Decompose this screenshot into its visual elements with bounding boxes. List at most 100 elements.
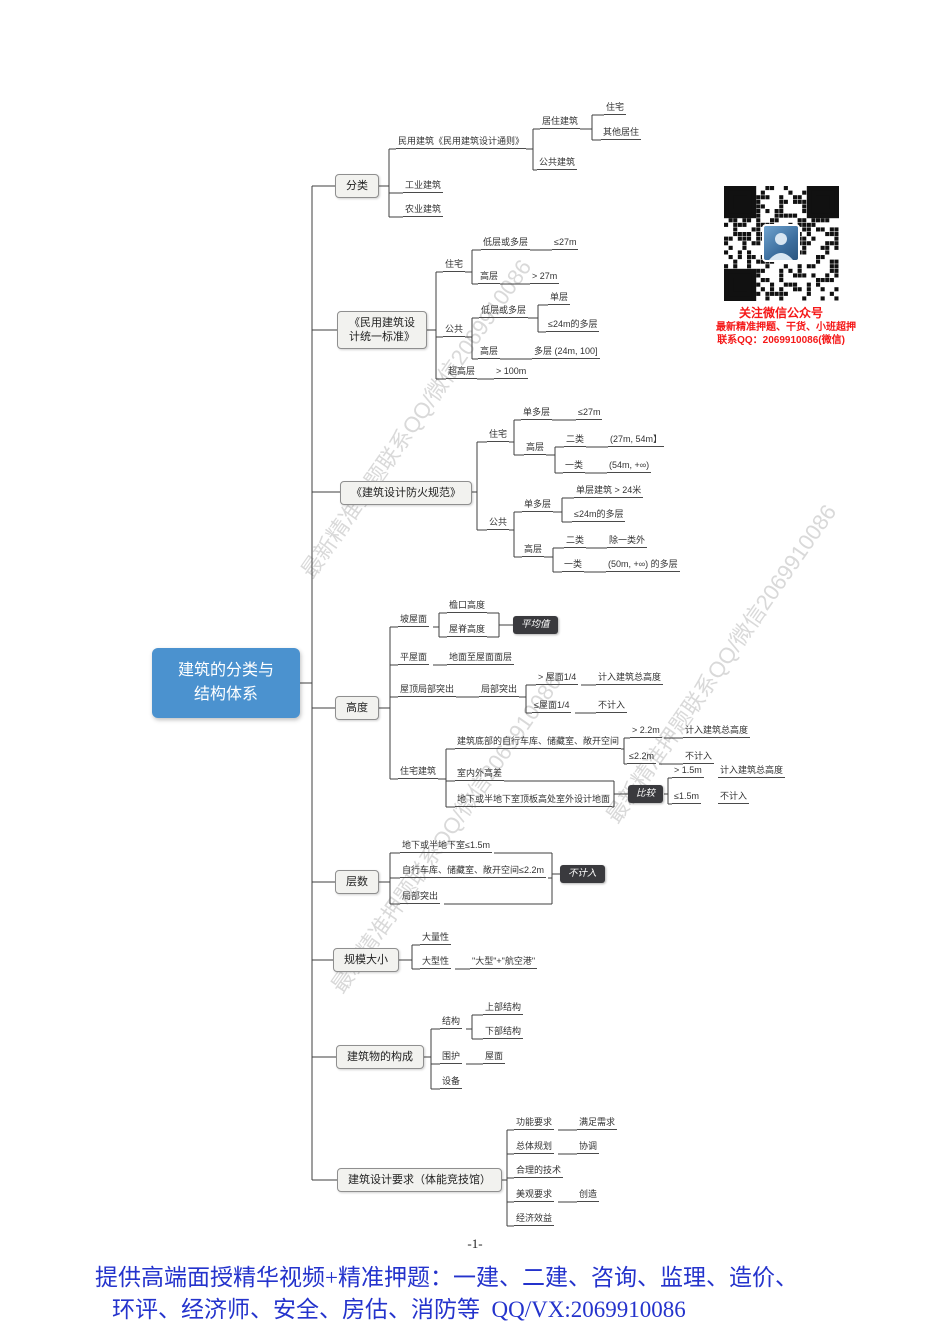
mm-node-b4d4b: ≤1.5m — [672, 790, 701, 804]
mm-node-b3a1: 单多层 — [521, 406, 553, 420]
mm-node-b2b2: 高层 — [478, 345, 501, 359]
mm-node-b2b1a: 单层 — [548, 291, 571, 305]
qr-caption-promo: 最新精准押题、干货、小班超押 — [716, 322, 856, 333]
mm-node-b1b: 工业建筑 — [403, 179, 444, 193]
mm-node-b5a: 地下或半地下室≤1.5m — [400, 839, 492, 853]
mm-node-b4d3: 地下或半地下室顶板高处室外设计地面 — [455, 793, 613, 807]
mm-value-b4d4av: 计入建筑总高度 — [718, 764, 786, 778]
mm-node-b4c1b: ≤屋面1/4 — [532, 699, 572, 713]
mm-node-b8: 建筑设计要求（体能竞技馆） — [337, 1168, 502, 1192]
mm-node-b7b: 围护 — [440, 1050, 463, 1064]
mm-node-b1a: 民用建筑《民用建筑设计通则》 — [396, 135, 527, 149]
mm-label-average: 平均值 — [513, 616, 558, 634]
mm-value-b8av: 满足需求 — [577, 1116, 618, 1130]
mm-node-b3a: 住宅 — [487, 428, 510, 442]
qr-panel: 关注微信公众号 最新精准押题、干货、小班超押 联系QQ：2069910086(微… — [716, 186, 856, 347]
footer-promo-line-2: 环评、经济师、安全、房估、消防等 QQ/VX:2069910086 — [112, 1297, 686, 1322]
mm-value-b3a1v: ≤27m — [576, 406, 603, 420]
mm-node-b2b1b: ≤24m的多层 — [546, 318, 600, 332]
mm-node-b8a: 功能要求 — [514, 1116, 555, 1130]
mm-node-b1: 分类 — [335, 174, 379, 198]
mm-node-b8e: 经济效益 — [514, 1212, 555, 1226]
mm-node-b1a2: 公共建筑 — [537, 156, 578, 170]
mm-node-b6b: 大型性 — [420, 955, 452, 969]
mm-node-b2b: 公共 — [443, 323, 466, 337]
mm-node-b4d1a: > 2.2m — [630, 724, 662, 738]
mm-node-b4d2: 室内外高差 — [455, 767, 505, 781]
mm-node-b1c: 农业建筑 — [403, 203, 444, 217]
person-avatar-icon — [769, 233, 793, 260]
mm-node-b4d4a: > 1.5m — [672, 764, 704, 778]
mm-value-b3b2bv: (50m, +∞) 的多层 — [606, 558, 680, 572]
mm-node-b4: 高度 — [335, 696, 379, 720]
mm-node-b2a2: 高层 — [478, 270, 501, 284]
mm-node-b8c: 合理的技术 — [514, 1164, 564, 1178]
mm-node-b3b: 公共 — [487, 516, 510, 530]
mm-node-b2a: 住宅 — [443, 258, 466, 272]
mm-node-b4c: 屋顶局部突出 — [398, 683, 457, 697]
mm-value-b2a1v: ≤27m — [552, 236, 579, 250]
mm-node-b4a2: 屋脊高度 — [447, 623, 488, 637]
mm-value-b6bv: "大型"+"航空港" — [470, 955, 538, 969]
mm-node-b1a1a: 住宅 — [604, 101, 627, 115]
qr-avatar-image — [762, 224, 800, 262]
root-line-1: 建筑的分类与 — [177, 662, 274, 679]
mm-node-b3b2a: 二类 — [564, 534, 587, 548]
mm-node-b7a1: 上部结构 — [483, 1001, 524, 1015]
mm-node-b4b: 平屋面 — [398, 651, 430, 665]
qr-caption-follow: 关注微信公众号 — [738, 306, 823, 320]
mm-node-b3a2a: 二类 — [564, 433, 587, 447]
mm-label-exclude: 不计入 — [560, 865, 605, 883]
mm-value-b4d4bv: 不计入 — [718, 790, 750, 804]
mm-node-b7a: 结构 — [440, 1015, 463, 1029]
mm-node-b4d1b: ≤2.2m — [627, 750, 656, 764]
mm-value-b4c1av: 计入建筑总高度 — [596, 671, 664, 685]
mm-value-b3a2bv: (54m, +∞) — [607, 459, 652, 473]
mm-node-b1a1: 居住建筑 — [540, 115, 581, 129]
footer-promo-line-1: 提供高端面授精华视频+精准押题：一建、二建、咨询、监理、造价、 — [95, 1265, 798, 1290]
mm-node-b3b2: 高层 — [522, 543, 545, 557]
mm-node-b3b1b: ≤24m的多层 — [572, 508, 626, 522]
mm-node-b3a2: 高层 — [524, 441, 547, 455]
page-number: -1- — [467, 1236, 483, 1251]
mm-node-b2: 《民用建筑设计统一标准》 — [337, 311, 427, 349]
mm-node-b3: 《建筑设计防火规范》 — [340, 481, 472, 505]
mm-node-b3b2b: 一类 — [562, 558, 585, 572]
mm-value-b4bv: 地面至屋面面层 — [447, 651, 515, 665]
mm-node-b6a: 大量性 — [420, 931, 452, 945]
mm-node-b7: 建筑物的构成 — [336, 1045, 424, 1069]
mm-value-b4c1bv: 不计入 — [596, 699, 628, 713]
mm-node-b4c1: 局部突出 — [479, 683, 520, 697]
mm-node-b3b1a: 单层建筑 > 24米 — [574, 484, 644, 498]
mm-node-b7a2: 下部结构 — [483, 1025, 524, 1039]
mm-node-b4c1a: > 屋面1/4 — [536, 671, 579, 685]
mm-node-b2a1: 低层或多层 — [481, 236, 531, 250]
mm-node-b8b: 总体规划 — [514, 1140, 555, 1154]
mm-node-b3b1: 单多层 — [522, 498, 554, 512]
mm-value-b7bv: 屋面 — [483, 1050, 506, 1064]
mm-node-b2b1: 低层或多层 — [479, 304, 529, 318]
mm-node-b1a1b: 其他居住 — [601, 126, 642, 140]
mm-value-b2a2v: > 27m — [530, 270, 560, 284]
mm-value-b3a2av: (27m, 54m】 — [608, 433, 665, 447]
mm-node-b2c: 超高层 — [446, 365, 478, 379]
mm-label-compare: 比较 — [628, 785, 664, 803]
mm-node-b3a2b: 一类 — [563, 459, 586, 473]
mm-node-b5: 层数 — [335, 870, 379, 894]
mm-node-b4a: 坡屋面 — [398, 613, 430, 627]
mm-value-b2cv: > 100m — [494, 365, 529, 379]
mm-value-b4d1bv: 不计入 — [683, 750, 715, 764]
mm-node-b4d: 住宅建筑 — [398, 765, 439, 779]
mm-node-b7c: 设备 — [440, 1075, 463, 1089]
mm-node-b8d: 美观要求 — [514, 1188, 555, 1202]
mm-node-b4a1: 檐口高度 — [447, 599, 488, 613]
mm-value-b4d1av: 计入建筑总高度 — [683, 724, 751, 738]
mm-value-b2b2v: 多层 (24m, 100] — [532, 345, 600, 359]
qr-caption-contact: 联系QQ：2069910086(微信) — [717, 335, 845, 346]
mm-node-b5c: 局部突出 — [400, 890, 441, 904]
mm-node-b4d1: 建筑底部的自行车库、储藏室、敞开空间 — [455, 735, 622, 749]
mm-node-b6: 规模大小 — [333, 948, 399, 972]
mindmap-root-topic: 建筑的分类与 结构体系 — [152, 648, 300, 718]
